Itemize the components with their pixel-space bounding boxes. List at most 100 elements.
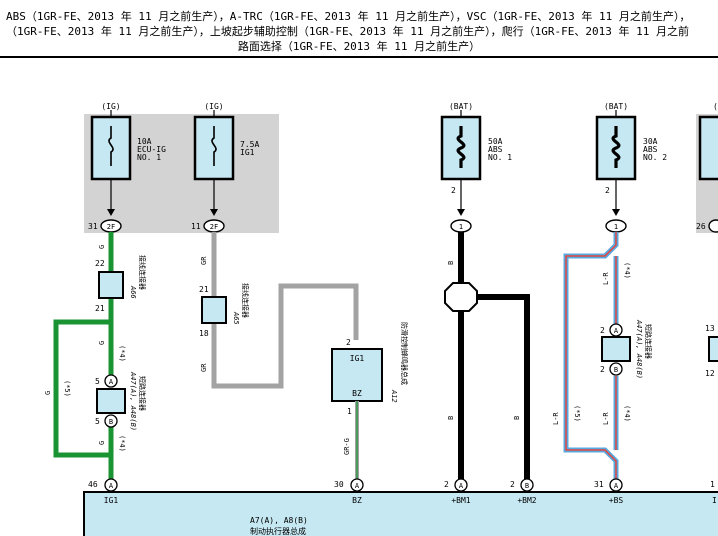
ecu-pin-2-num: 30 [334,480,344,489]
header-divider [0,56,718,58]
relay-terminal-2: BZ [352,389,362,398]
fuse-4-name2: NO. 2 [643,153,667,162]
fuse-4-conn-label: 1 [614,223,618,231]
short2-num-a: 2 [600,326,605,335]
ecu-pin-6-num: 1 [710,480,715,489]
wire-label-lr3: L-R [552,412,560,425]
ecu-pin-4-label: +BM2 [517,496,536,505]
wire-label-gr2: GR [200,363,208,372]
short1-pin-a: A [109,378,114,386]
short-connector-2-icon [601,336,631,362]
wire-green [53,232,114,480]
a66-pin-1: 22 [95,259,105,268]
fuse-1-name: ECU-IG [137,145,166,154]
a66-id: A66 [129,285,137,299]
wire-label-g3: G [98,441,106,445]
wire-label-b2: B [447,416,455,420]
wire-label-b3: B [513,416,521,420]
ecu-pin-5-label: +BS [609,496,624,505]
wire-label-lr2: L-R [602,412,610,425]
fuse-2-icon [193,115,235,181]
wire-blue-red [563,232,619,480]
fuse-3-conn-label: 1 [459,223,463,231]
fuse-1-conn-label: 2F [107,223,115,231]
fuse-2-source: (IG) [204,102,223,111]
fuse-3-icon [440,115,482,181]
a65-id: A65 [232,311,240,325]
ecu-pin-1-label: IG1 [104,496,119,505]
short2-id: A47(A), A48(B) [635,319,643,379]
ecu-pin-5-conn: A [614,482,619,490]
ecu-pin-3-label: +BM1 [451,496,470,505]
fuse-3-source: (BAT) [449,102,473,111]
ecu-id: A7(A), A8(B) [250,516,308,525]
a66-pin-2: 21 [95,304,105,313]
ecu-pin-2-label: BZ [352,496,362,505]
short2-pin-b: B [614,366,618,374]
short2-name: 短路连接器 [644,324,653,359]
wire-label-g2: G [98,341,106,345]
a65-connector-icon [201,296,227,324]
short1-num-a: 5 [95,377,100,386]
brake-actuator-ecu [83,491,718,536]
fuse-5-icon [698,115,718,181]
wire-black [458,232,530,480]
ecu-pin-1-num: 46 [88,480,98,489]
wire-gray [211,232,359,389]
right-pin-1: 13 [705,324,715,333]
wire-label-grg: GR-G [343,438,351,455]
fuse-1-source: (IG) [101,102,120,111]
a65-pin-1: 21 [199,285,209,294]
wire-note-4a: (*4) [118,345,126,362]
ecu-pin-3-conn: A [459,482,464,490]
header-line-3: 路面选择（1GR-FE、2013 年 11 月之前生产） [237,40,481,53]
short1-num-b: 5 [95,417,100,426]
short1-pin-b: B [109,418,113,426]
fuse-2-name: IG1 [240,148,255,157]
fuse-3-amp: 50A [488,137,503,146]
fuse-2-pin: 11 [191,222,201,231]
ecu-pin-4-num: 2 [510,480,515,489]
fuse-5-source: (I [713,102,718,111]
relay-pin-bot: 1 [347,407,352,416]
short1-name: 短路连接器 [138,376,147,411]
splice-point-icon [444,282,478,312]
a65-pin-2: 18 [199,329,209,338]
ecu-pin-2-conn: A [355,482,360,490]
wire-note-4d: (*4) [623,405,631,422]
fuse-5-pin: 26 [696,222,706,231]
fuse-3-name: ABS [488,145,503,154]
short2-pin-a: A [614,327,619,335]
fuse-1-icon [90,115,132,181]
a65-name: 接线连接器 [241,283,250,318]
header-line-1: ABS（1GR-FE、2013 年 11 月之前生产），A-TRC（1GR-FE… [6,10,691,23]
ecu-pin-4-conn: B [525,482,529,490]
right-pin-2: 12 [705,369,715,378]
fuse-2-conn-label: 2F [210,223,218,231]
header-line-2: （1GR-FE、2013 年 11 月之前生产），上坡起步辅助控制（1GR-FE… [6,25,690,38]
page-header: ABS（1GR-FE、2013 年 11 月之前生产），A-TRC（1GR-FE… [0,0,718,58]
right-connector-icon [708,336,718,362]
fuse-4-source: (BAT) [604,102,628,111]
ecu-name: 制动执行器总成 [250,526,306,536]
fuse-3-pin: 2 [451,186,456,195]
fuse-4-amp: 30A [643,137,658,146]
buzzer-icon [331,348,383,402]
ecu-pin-5-num: 31 [594,480,604,489]
wire-note-4b: (*4) [118,435,126,452]
wire-note-5b: (*5) [573,405,581,422]
fuse-2-amp: 7.5A [240,140,259,149]
wire-label-b1: B [447,261,455,265]
wire-note-5a: (*5) [63,380,71,397]
fuse-1-name2: NO. 1 [137,153,161,162]
short-connector-1-icon [96,388,126,414]
relay-terminal-1: IG1 [350,354,365,363]
fuse-1-amp: 10A [137,137,152,146]
relay-id: A12 [390,389,398,403]
wire-label-g1: G [98,245,106,249]
wire-label-g4: G [44,391,52,395]
wire-note-4c: (*4) [623,262,631,279]
wire-label-gr1: GR [200,256,208,265]
fuse-3-name2: NO. 1 [488,153,512,162]
fuse-4-name: ABS [643,145,658,154]
